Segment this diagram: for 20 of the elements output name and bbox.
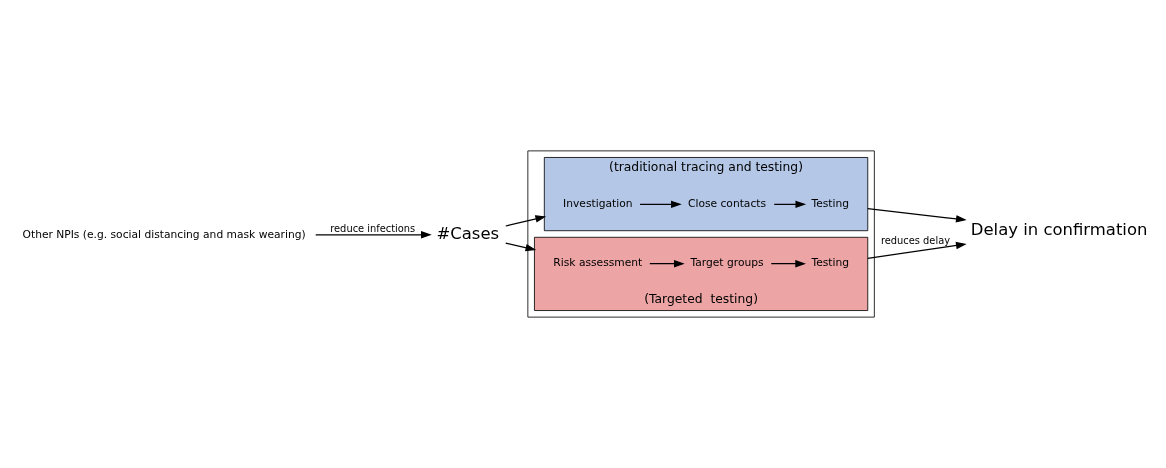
node-text: Investigation <box>563 197 633 211</box>
node-text: Testing <box>811 256 850 270</box>
arrow <box>867 241 967 259</box>
arrow <box>505 215 547 227</box>
node-text: Close contacts <box>687 197 767 211</box>
edge-label: reduces delay <box>880 235 951 247</box>
arrow <box>770 259 806 268</box>
arrow <box>315 231 432 239</box>
node-text: Other NPIs (e.g. social distancing and mask wearing) <box>22 227 306 241</box>
arrow <box>505 242 537 252</box>
node-text: Risk assessment <box>553 256 643 270</box>
arrow <box>867 208 967 223</box>
node-text: Target groups <box>690 256 764 270</box>
edge-label: reduce infections <box>330 223 416 235</box>
node-text: #Cases <box>436 223 500 243</box>
node-text: Testing <box>811 197 850 211</box>
arrow <box>639 200 682 209</box>
arrow <box>773 200 807 209</box>
node-text: Delay in confirmation <box>970 219 1148 239</box>
arrow <box>649 259 685 268</box>
